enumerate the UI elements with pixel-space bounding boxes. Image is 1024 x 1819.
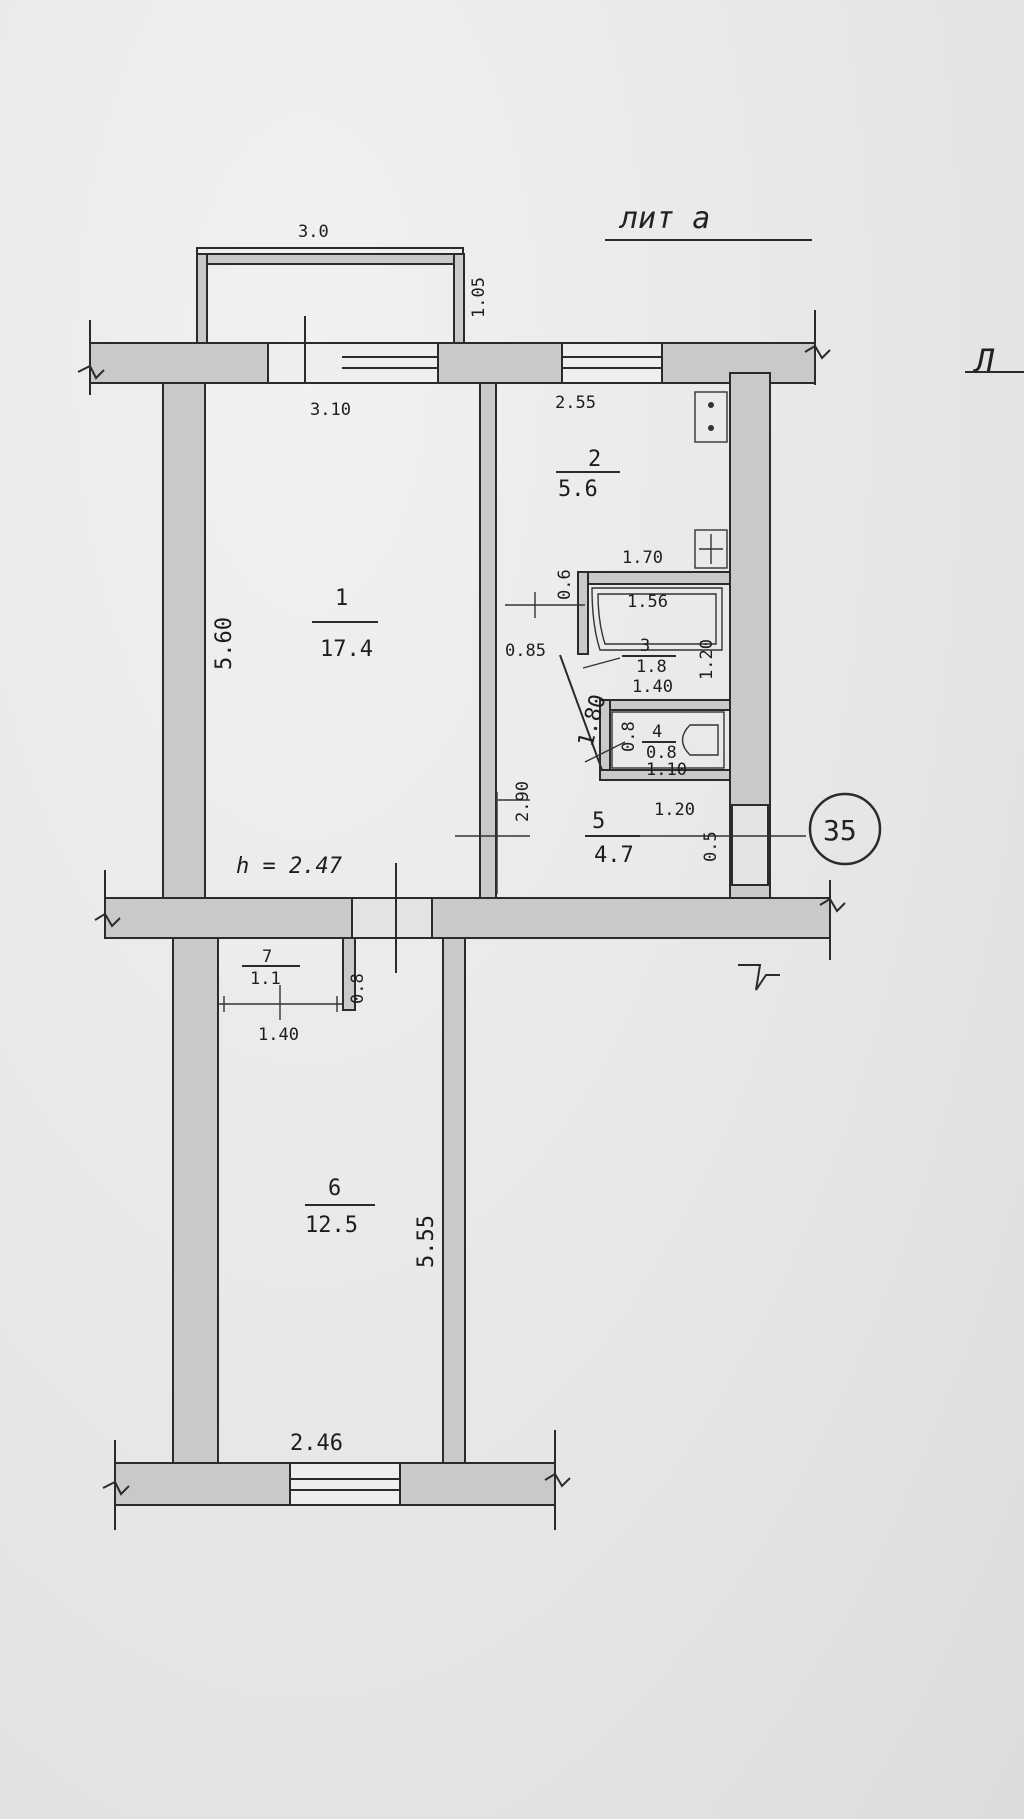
dimension-lines — [218, 592, 806, 1020]
plan-marker-circle — [808, 792, 882, 866]
closet-depth: 0.8 — [348, 973, 368, 1004]
balcony — [196, 247, 465, 345]
room-4-number: 4 — [652, 722, 662, 742]
room-7-number: 7 — [262, 947, 272, 967]
room-6-area: 12.5 — [305, 1213, 358, 1238]
room-6-width: 2.46 — [290, 1431, 343, 1456]
plan-title: лит а — [618, 201, 710, 236]
room-2-area: 5.6 — [558, 477, 598, 502]
wc-depth: 0.8 — [619, 721, 639, 752]
windows — [267, 342, 769, 1506]
room-1-width: 3.10 — [310, 400, 351, 420]
room-7-area: 1.1 — [250, 969, 281, 989]
room-3-width: 1.40 — [632, 677, 673, 697]
plan-marker-label: 35 — [823, 814, 857, 847]
room-1-number: 1 — [335, 586, 348, 611]
balcony-width: 3.0 — [298, 222, 329, 242]
bath-length: 1.56 — [627, 592, 668, 612]
room-1-length: 5.60 — [212, 617, 237, 670]
closet-width: 1.40 — [258, 1025, 299, 1045]
room-6-number: 6 — [328, 1176, 341, 1201]
kitchen-sink — [694, 529, 728, 569]
room-2-number: 2 — [588, 447, 601, 472]
room-3-area: 1.8 — [636, 657, 667, 677]
room-4-area: 0.8 — [646, 743, 677, 763]
hall-small-dim: 0.5 — [701, 831, 721, 862]
balcony-depth: 1.05 — [469, 277, 489, 318]
hall-width: 1.20 — [654, 800, 695, 820]
bathtub — [591, 587, 723, 651]
room-5-number: 5 — [592, 809, 605, 834]
room-5-area: 4.7 — [594, 843, 634, 868]
kitchen-unit-length: 1.70 — [622, 548, 663, 568]
plan-title-right: Л — [972, 342, 995, 380]
ceiling-height-note: h = 2.47 — [236, 854, 343, 879]
hall-length: 2.90 — [513, 781, 533, 822]
room-3-number: 3 — [640, 636, 650, 656]
bath-width: 1.20 — [697, 639, 717, 680]
toilet — [611, 711, 725, 769]
walls — [89, 342, 831, 1506]
small-dim-b: 0.85 — [505, 641, 546, 661]
wc-width: 1.10 — [646, 760, 687, 780]
room-1-area: 17.4 — [320, 637, 373, 662]
room-2-width: 2.55 — [555, 393, 596, 413]
room-6-length: 5.55 — [414, 1215, 439, 1268]
small-dim-a: 0.6 — [555, 569, 575, 600]
hall-diagonal-wall — [559, 654, 603, 771]
kitchen-stove — [694, 391, 728, 443]
break-marks — [77, 310, 846, 1530]
